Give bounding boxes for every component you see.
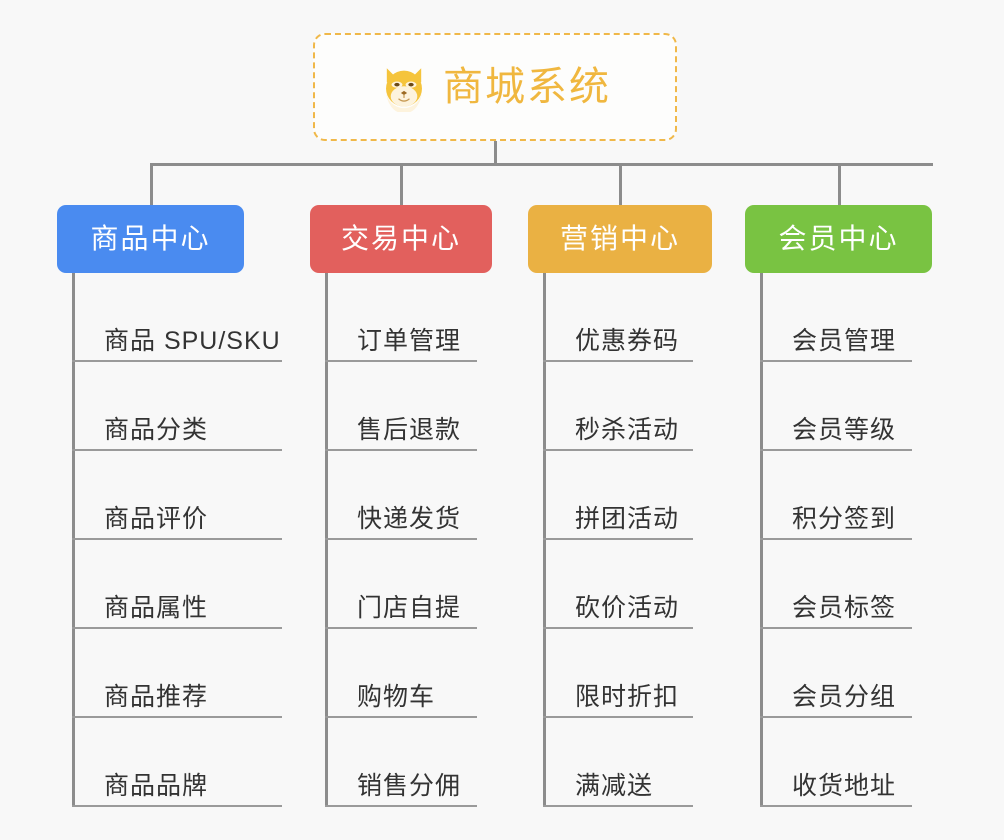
leaf-spine [325,273,328,807]
leaf-column-member-center: 会员管理 会员等级 积分签到 会员标签 会员分组 收货地址 [760,273,912,807]
leaf-item[interactable]: 会员管理 [760,273,912,362]
branch-label: 营销中心 [559,223,680,254]
leaf-spine [72,273,75,807]
leaf-label: 会员标签 [792,594,897,622]
leaf-underline [543,627,693,629]
branch-node-marketing-center[interactable]: 营销中心 [528,205,712,273]
leaf-label: 会员分组 [792,683,897,711]
branch-label: 交易中心 [340,223,461,254]
leaf-label: 商品属性 [104,594,209,622]
connector-branch-2 [619,163,622,205]
leaf-item[interactable]: 销售分佣 [325,718,477,807]
leaf-label: 商品推荐 [104,683,209,711]
branch-label: 商品中心 [90,223,211,254]
leaf-item[interactable]: 会员分组 [760,629,912,718]
leaf-item[interactable]: 商品评价 [72,451,282,540]
leaf-item[interactable]: 商品属性 [72,540,282,629]
root-node-content: 商城系统 [379,62,611,112]
leaf-label: 会员管理 [792,327,897,355]
leaf-label: 商品评价 [104,505,209,533]
leaf-column-marketing-center: 优惠券码 秒杀活动 拼团活动 砍价活动 限时折扣 满减送 [543,273,693,807]
leaf-item[interactable]: 订单管理 [325,273,477,362]
leaf-item[interactable]: 会员等级 [760,362,912,451]
connector-branch-0 [149,163,153,205]
leaf-label: 订单管理 [357,327,462,355]
leaf-item[interactable]: 商品推荐 [72,629,282,718]
leaf-item[interactable]: 门店自提 [325,540,477,629]
leaf-item[interactable]: 收货地址 [760,718,912,807]
root-title: 商城系统 [443,65,611,109]
leaf-label: 商品品牌 [104,772,209,800]
branch-node-trade-center[interactable]: 交易中心 [310,205,492,273]
leaf-underline [72,805,282,807]
leaf-underline [760,360,912,362]
leaf-underline [72,449,282,451]
connector-root-stem [494,141,497,165]
leaf-underline [543,538,693,540]
leaf-item[interactable]: 优惠券码 [543,273,693,362]
leaf-label: 限时折扣 [575,683,680,711]
leaf-item[interactable]: 满减送 [543,718,693,807]
branch-node-member-center[interactable]: 会员中心 [745,205,932,273]
leaf-label: 收货地址 [792,772,897,800]
leaf-column-product-center: 商品 SPU/SKU 商品分类 商品评价 商品属性 商品推荐 商品品牌 [72,273,282,807]
leaf-underline [325,716,477,718]
leaf-item[interactable]: 商品分类 [72,362,282,451]
leaf-underline [760,716,912,718]
leaf-underline [72,627,282,629]
leaf-underline [760,449,912,451]
leaf-item[interactable]: 购物车 [325,629,477,718]
leaf-item[interactable]: 商品品牌 [72,718,282,807]
leaf-item[interactable]: 积分签到 [760,451,912,540]
leaf-underline [72,360,282,362]
leaf-item[interactable]: 商品 SPU/SKU [72,273,282,362]
leaf-underline [325,627,477,629]
leaf-underline [543,716,693,718]
leaf-column-trade-center: 订单管理 售后退款 快递发货 门店自提 购物车 销售分佣 [325,273,477,807]
connector-branch-1 [400,163,403,205]
leaf-underline [325,538,477,540]
leaf-label: 砍价活动 [575,594,680,622]
leaf-underline [760,805,912,807]
leaf-item[interactable]: 会员标签 [760,540,912,629]
leaf-label: 拼团活动 [575,505,680,533]
leaf-label: 门店自提 [357,594,462,622]
leaf-label: 积分签到 [792,505,897,533]
leaf-underline [325,449,477,451]
leaf-underline [543,449,693,451]
leaf-item[interactable]: 砍价活动 [543,540,693,629]
connector-horizontal-bus [150,163,933,166]
connector-branch-3 [837,163,841,205]
leaf-underline [543,360,693,362]
leaf-item[interactable]: 拼团活动 [543,451,693,540]
leaf-label: 售后退款 [357,416,462,444]
leaf-underline [325,360,477,362]
leaf-label: 快递发货 [357,505,462,533]
branch-node-product-center[interactable]: 商品中心 [57,205,244,273]
leaf-label: 优惠券码 [575,327,680,355]
leaf-underline [760,627,912,629]
leaf-item[interactable]: 售后退款 [325,362,477,451]
leaf-label: 满减送 [575,772,654,800]
leaf-label: 销售分佣 [357,772,462,800]
leaf-label: 秒杀活动 [575,416,680,444]
leaf-underline [543,805,693,807]
leaf-underline [72,538,282,540]
leaf-item[interactable]: 快递发货 [325,451,477,540]
leaf-spine [543,273,546,807]
leaf-underline [325,805,477,807]
leaf-label: 会员等级 [792,416,897,444]
leaf-spine [760,273,763,807]
dog-face-icon [386,68,422,112]
leaf-label: 商品分类 [104,416,209,444]
branch-label: 会员中心 [778,223,899,254]
leaf-underline [760,538,912,540]
leaf-label: 商品 SPU/SKU [104,327,281,355]
root-node[interactable]: 商城系统 [313,33,677,141]
leaf-underline [72,716,282,718]
leaf-item[interactable]: 秒杀活动 [543,362,693,451]
leaf-item[interactable]: 限时折扣 [543,629,693,718]
leaf-label: 购物车 [357,683,436,711]
